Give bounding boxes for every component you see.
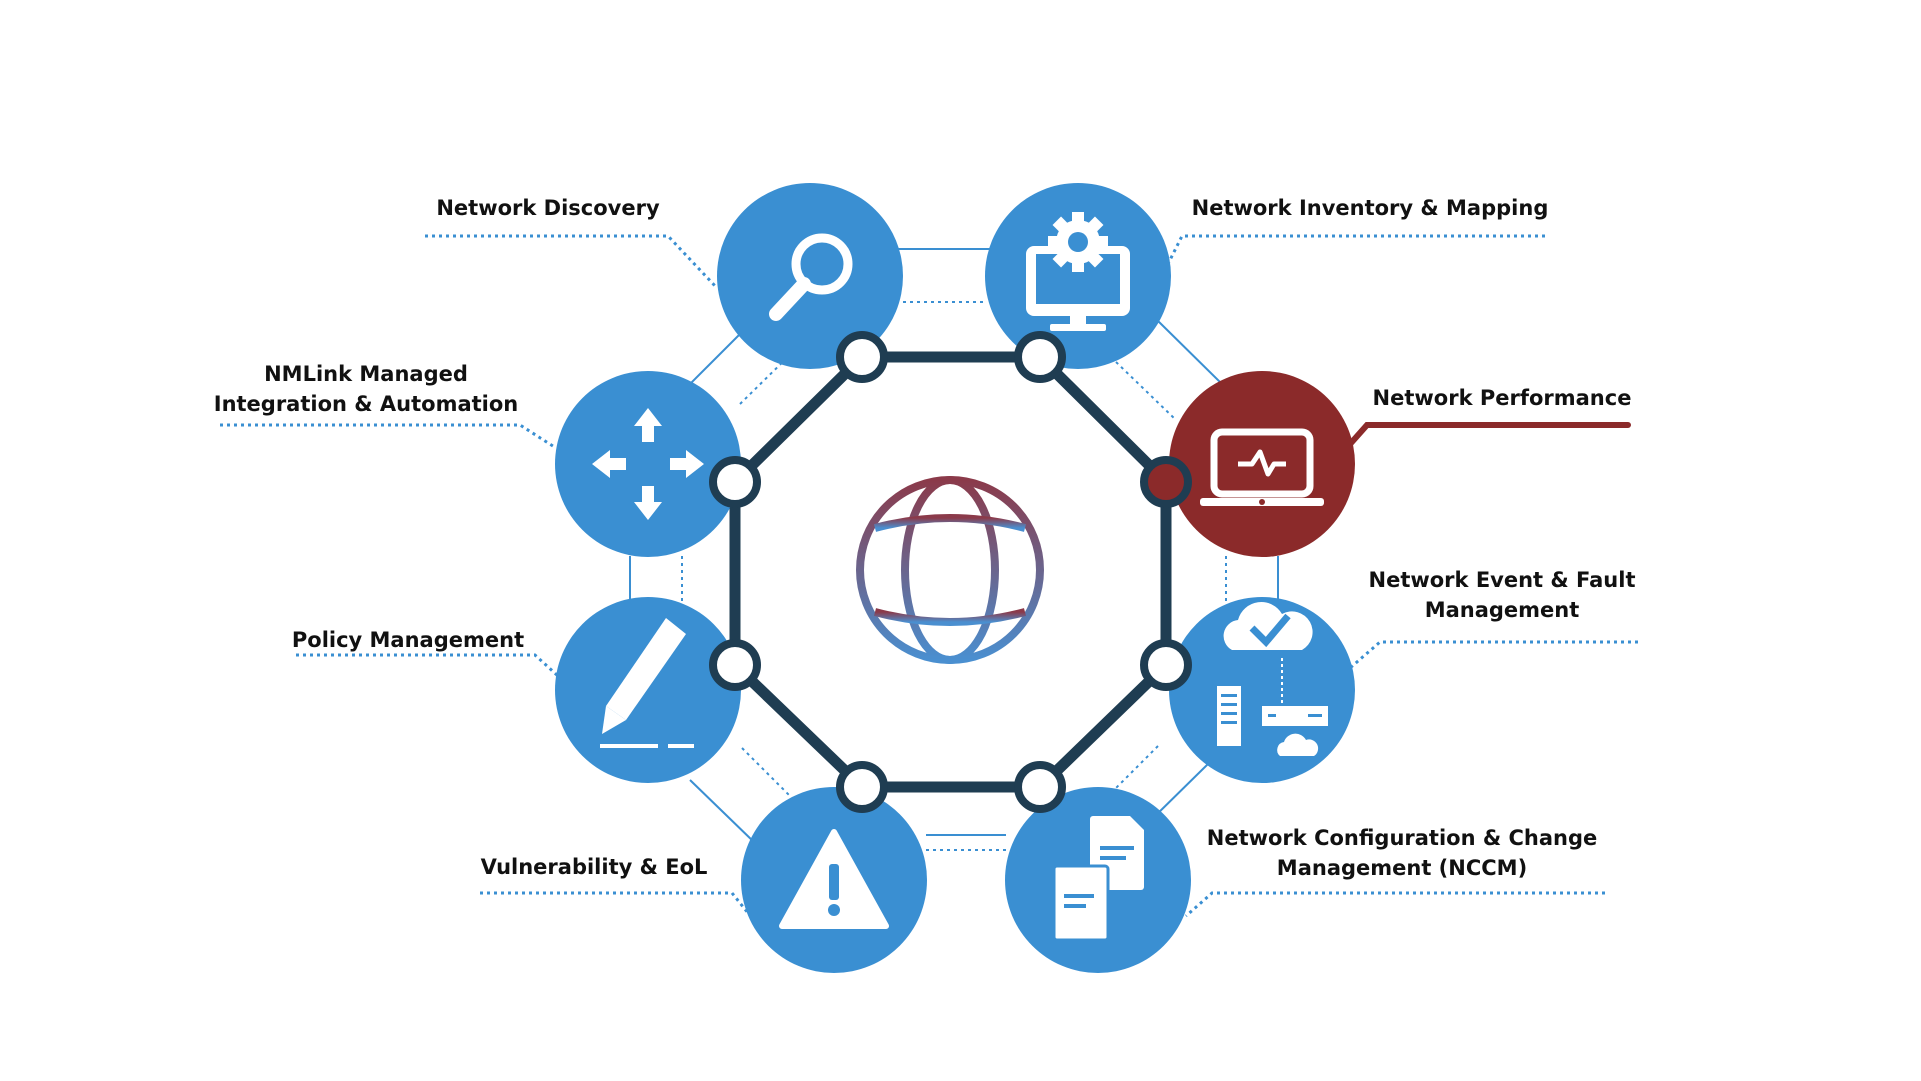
node-nccm[interactable] [1005, 787, 1191, 973]
ring-joint [709, 639, 761, 691]
leader-line [296, 653, 560, 678]
documents-icon [1052, 816, 1144, 942]
node-network-inventory-mapping[interactable] [985, 183, 1171, 369]
label-line: Network Discovery [436, 196, 660, 220]
warning-icon [779, 829, 889, 929]
label-line: NMLink Managed [264, 362, 468, 386]
label-network-inventory-mapping: Network Inventory & Mapping [1120, 193, 1620, 223]
connector-line [1154, 317, 1223, 385]
leader-line [1185, 891, 1605, 918]
connector-line [741, 747, 801, 807]
label-policy-management: Policy Management [158, 625, 658, 655]
ring-joint [1140, 456, 1192, 508]
label-line: Management (NCCM) [1276, 856, 1528, 880]
label-line: Vulnerability & EoL [480, 855, 708, 879]
leader-line [1349, 640, 1638, 670]
label-line: Policy Management [291, 628, 525, 652]
ring-joint [1140, 639, 1192, 691]
label-line: Network Inventory & Mapping [1191, 196, 1549, 220]
ring-joint [1014, 331, 1066, 383]
leader-line [1166, 234, 1545, 265]
ring-joint [836, 761, 888, 813]
ring-joint [709, 456, 761, 508]
cloud-server-icon [1217, 602, 1328, 756]
leader-line [425, 234, 719, 290]
monitor-gear-icon [1026, 212, 1130, 331]
monitor-pulse-icon [1200, 428, 1324, 506]
label-line: Network Performance [1372, 386, 1632, 410]
node-network-event-fault[interactable] [1169, 597, 1355, 783]
node-circle[interactable] [555, 371, 741, 557]
label-network-discovery: Network Discovery [298, 193, 798, 223]
node-circle[interactable] [717, 183, 903, 369]
node-vulnerability-eol[interactable] [741, 787, 927, 973]
label-line: Network Event & Fault [1368, 568, 1636, 592]
move-arrows-icon [592, 408, 704, 520]
leader-line [480, 891, 754, 919]
connector-line [1115, 361, 1177, 421]
label-line: Management [1424, 598, 1580, 622]
label-line: Integration & Automation [213, 392, 519, 416]
ring-joint [1014, 761, 1066, 813]
ring-joint [836, 331, 888, 383]
leader-line [1340, 422, 1631, 455]
node-policy-management[interactable] [555, 597, 741, 783]
label-vulnerability-eol: Vulnerability & EoL [344, 852, 844, 882]
pencil-icon [600, 618, 694, 748]
node-network-performance[interactable] [1169, 371, 1355, 557]
node-network-discovery[interactable] [717, 183, 903, 369]
node-nmlink[interactable] [555, 371, 741, 557]
label-network-performance: Network Performance [1252, 383, 1752, 413]
leader-line [220, 423, 557, 450]
magnifier-icon [769, 233, 853, 321]
node-circle[interactable] [555, 597, 741, 783]
label-line: Network Configuration & Change [1206, 826, 1598, 850]
connector-line [689, 779, 757, 845]
globe-icon [856, 476, 1044, 664]
